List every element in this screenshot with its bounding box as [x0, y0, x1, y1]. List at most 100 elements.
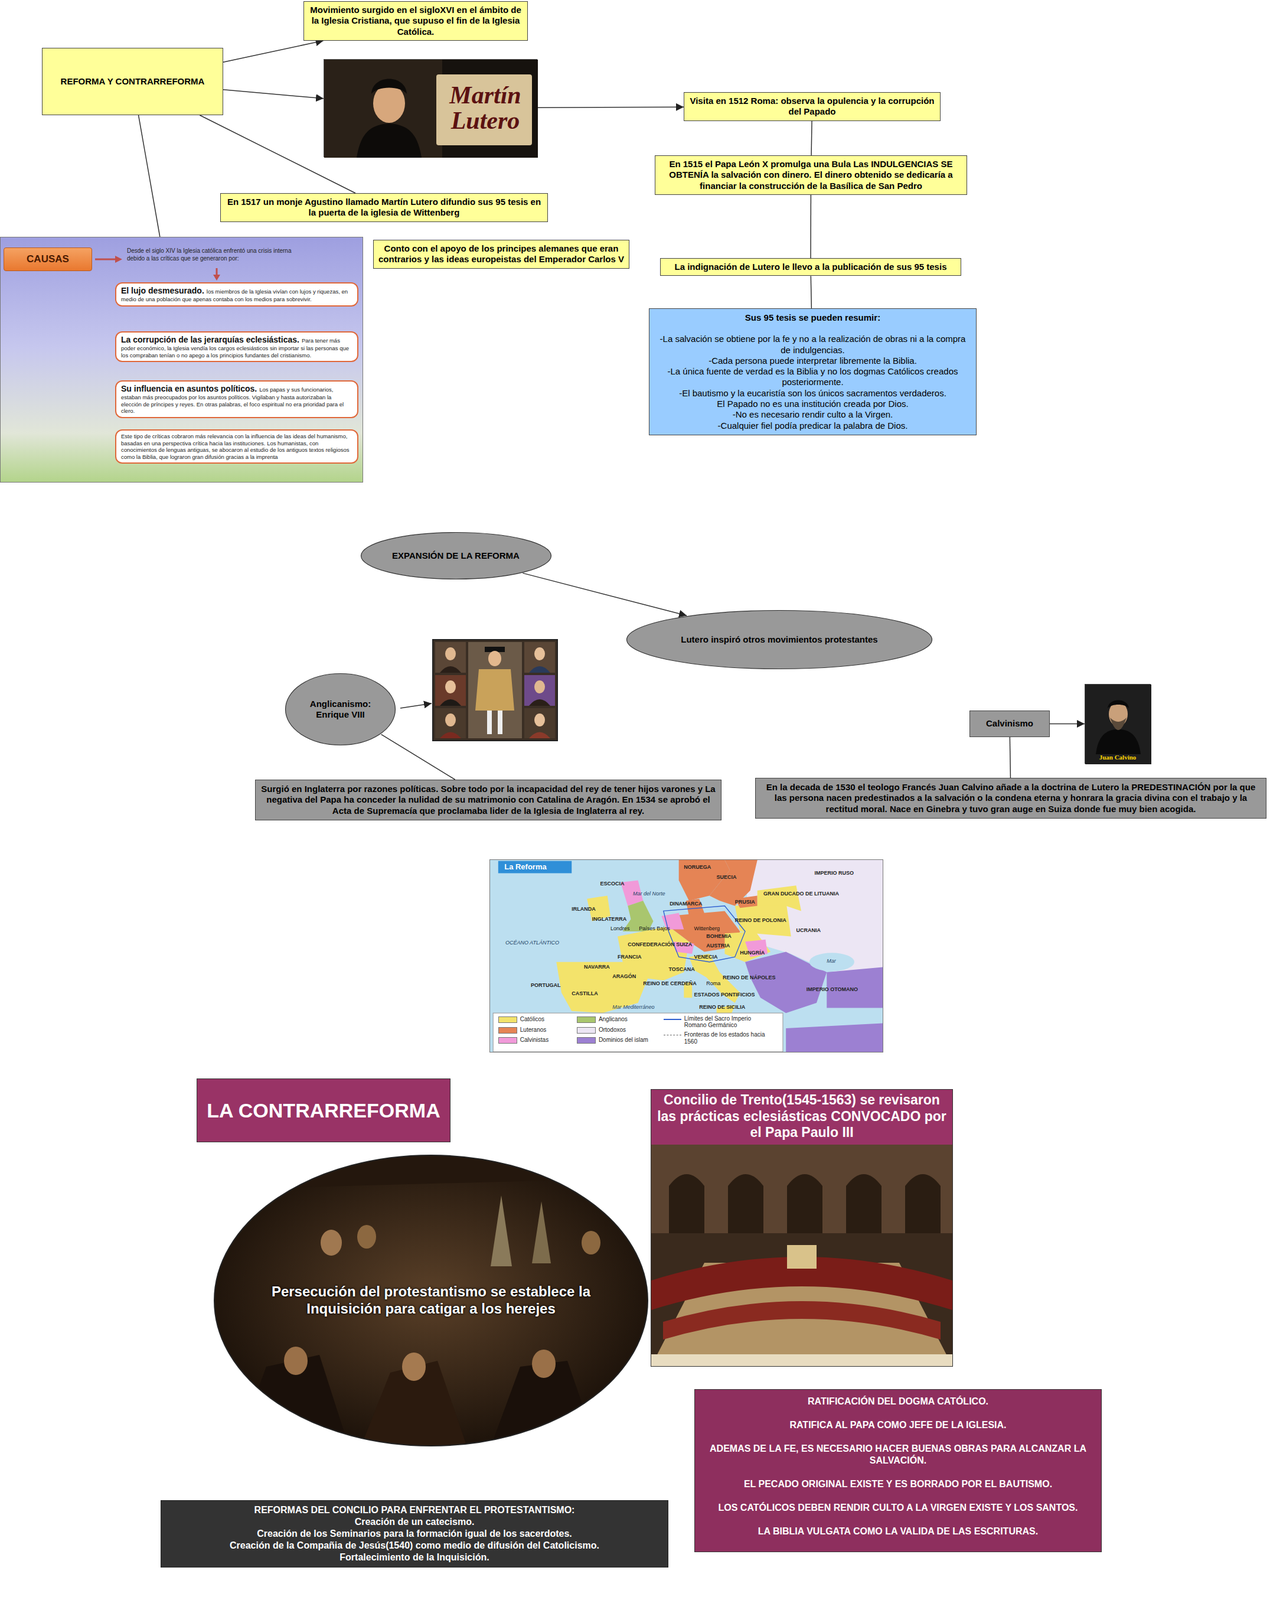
caption-strip — [651, 1353, 953, 1366]
node-heading: Este tipo de críticas cobraron más relev… — [121, 432, 353, 460]
topic-ellipse: Lutero inspiró otros movimientos protest… — [625, 609, 933, 670]
luther-face — [373, 83, 406, 123]
legend-text: Ortodoxos — [598, 1026, 626, 1034]
catholic-land — [757, 885, 802, 911]
portrait-face — [534, 713, 545, 727]
connector — [810, 194, 812, 259]
figure-face — [581, 1230, 601, 1255]
node-heading: Calvinismo — [986, 717, 1034, 729]
legend-line-sample — [663, 1034, 682, 1036]
legend-entry: Católicos — [498, 1015, 545, 1023]
legend-text: Luteranos — [520, 1026, 547, 1034]
reform-box: REFORMAS DEL CONCILIO PARA ENFRENTAR EL … — [160, 1499, 669, 1567]
king-leg — [497, 710, 503, 734]
cause-box: Su influencia en asuntos políticos.Los p… — [115, 380, 359, 419]
portrait — [524, 707, 555, 739]
hall-wall — [651, 1144, 953, 1233]
note-box: Conto con el apoyo de los principes alem… — [373, 239, 630, 269]
portrait-face — [534, 680, 545, 694]
legend-entry: Fronteras de los estados hacia 1560 — [663, 1030, 773, 1045]
topic-ellipse: EXPANSIÓN DE LA REFORMA — [360, 531, 553, 580]
node-text: RATIFICA AL PAPA COMO JEFE DE LA IGLESIA… — [700, 1418, 1096, 1431]
catholic-land — [683, 981, 692, 998]
node-heading: En 1517 un monje Agustino llamado Martín… — [225, 196, 543, 219]
arch — [846, 1173, 882, 1233]
node-heading: La indignación de Lutero le llevo a la p… — [665, 261, 956, 273]
legend-entry: Dominios del islam — [576, 1036, 649, 1044]
node-heading: CAUSAS — [26, 253, 70, 266]
panel-arrow — [95, 258, 117, 261]
figure-face — [531, 1349, 556, 1378]
penitent-hat — [531, 1200, 551, 1263]
portrait-dress — [439, 665, 462, 673]
node-heading: Persecución del protestantismo se establ… — [265, 1282, 597, 1318]
note-box: La indignación de Lutero le llevo a la p… — [660, 258, 962, 276]
king-leg — [487, 710, 492, 734]
node-heading: En la decada de 1530 el teologo Francés … — [760, 781, 1262, 815]
portrait-dress — [529, 665, 551, 673]
portrait — [524, 674, 555, 706]
portrait-face — [445, 713, 456, 727]
node-text: -El bautismo y la eucaristía son los úni… — [655, 387, 971, 399]
calvin-beard — [1109, 717, 1127, 730]
arch — [668, 1173, 705, 1233]
node-text: LOS CATÓLICOS DEBEN RENDIR CULTO A LA VI… — [700, 1501, 1096, 1514]
node-heading: Movimiento surgido en el sigloXVI en el … — [308, 4, 523, 38]
figure-face — [283, 1346, 308, 1375]
islam-land — [826, 966, 884, 1008]
ellipse-shape — [627, 610, 933, 669]
node-heading: REFORMAS DEL CONCILIO PARA ENFRENTAR EL … — [165, 1503, 664, 1516]
node-text: Creación de los Seminarios para la forma… — [165, 1527, 664, 1540]
topic-box: Calvinismo — [969, 710, 1050, 737]
reformation-map: La ReformaNORUEGASUECIAIMPERIO RUSOMar d… — [489, 859, 884, 1053]
summary-box: Sus 95 tesis se pueden resumir:-La salva… — [648, 308, 977, 436]
arch — [727, 1173, 764, 1233]
portrait-dress — [529, 699, 551, 706]
connector — [138, 115, 161, 237]
painting-scene — [213, 1153, 649, 1447]
connector — [522, 572, 687, 616]
legend-swatch — [576, 1016, 596, 1023]
legend-swatch — [576, 1036, 596, 1044]
topic-box: REFORMA Y CONTRARREFORMA — [41, 47, 224, 116]
node-heading: RATIFICACIÓN DEL DOGMA CATÓLICO. — [700, 1395, 1096, 1407]
portrait-ground — [324, 59, 538, 158]
node-text: -La salvación se obtiene por la fe y no … — [655, 333, 971, 356]
doctrine-box: RATIFICACIÓN DEL DOGMA CATÓLICO. RATIFICA… — [694, 1388, 1102, 1552]
legend-swatch — [498, 1016, 518, 1023]
legend-entry: Luteranos — [498, 1026, 547, 1034]
node-text: EL PECADO ORIGINAL EXISTE Y ES BORRADO P… — [700, 1477, 1096, 1490]
portrait-face — [445, 647, 456, 661]
calvin-cap — [1107, 700, 1129, 709]
legend-entry: Ortodoxos — [576, 1026, 626, 1034]
panel-arrow — [216, 268, 218, 276]
portrait — [435, 674, 466, 706]
connector — [537, 106, 684, 108]
node-text: -No es necesario rendir culto a la Virge… — [655, 409, 971, 420]
legend-text: Anglicanos — [598, 1015, 628, 1023]
portrait-face — [445, 680, 456, 694]
legend-text: Fronteras de los estados hacia 1560 — [684, 1030, 773, 1045]
node-heading: Surgió en Inglaterra por razones polític… — [260, 783, 717, 816]
henry-portraits — [432, 639, 558, 741]
portrait-box: Juan Calvino — [1084, 683, 1151, 764]
legend-entry: Anglicanos — [576, 1015, 628, 1023]
lutheran-land — [735, 895, 758, 908]
portrait-dress — [439, 699, 462, 706]
panel-arrow-head — [115, 255, 123, 263]
legend-entry: Calvinistas — [498, 1036, 549, 1044]
king-coat — [475, 668, 515, 711]
note-box: En 1517 un monje Agustino llamado Martín… — [220, 193, 548, 222]
node-text: -Cualquier fiel podía predicar la palabr… — [655, 420, 971, 432]
map-shapes — [490, 859, 884, 1053]
picture-frame — [432, 639, 558, 741]
node-heading: EXPANSIÓN DE LA REFORMA — [392, 550, 520, 561]
calvin-robe — [1095, 729, 1141, 754]
connector — [223, 89, 324, 99]
map-title-tab — [498, 860, 572, 874]
portrait-box: Martín Lutero — [323, 59, 538, 158]
node-text: -La única fuente de verdad es la Biblia … — [655, 366, 971, 388]
node-heading: El lujo desmesurado. — [121, 285, 205, 296]
connector — [223, 40, 324, 62]
